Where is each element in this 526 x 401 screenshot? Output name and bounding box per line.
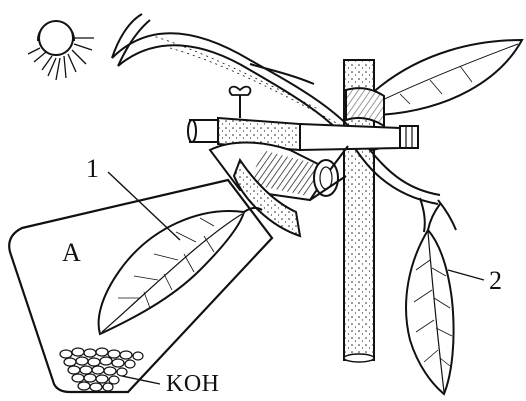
sun-icon bbox=[28, 21, 94, 80]
label-leaf-1: 1 bbox=[86, 156, 99, 182]
label-koh: KOH bbox=[166, 372, 220, 396]
leaf-in-flask bbox=[99, 208, 262, 334]
label-leaf-2: 2 bbox=[489, 268, 502, 294]
hanging-leaf bbox=[406, 204, 454, 394]
clamp-bracket bbox=[188, 87, 418, 150]
koh-pellets bbox=[60, 348, 143, 391]
label-flask-a: A bbox=[62, 240, 81, 266]
